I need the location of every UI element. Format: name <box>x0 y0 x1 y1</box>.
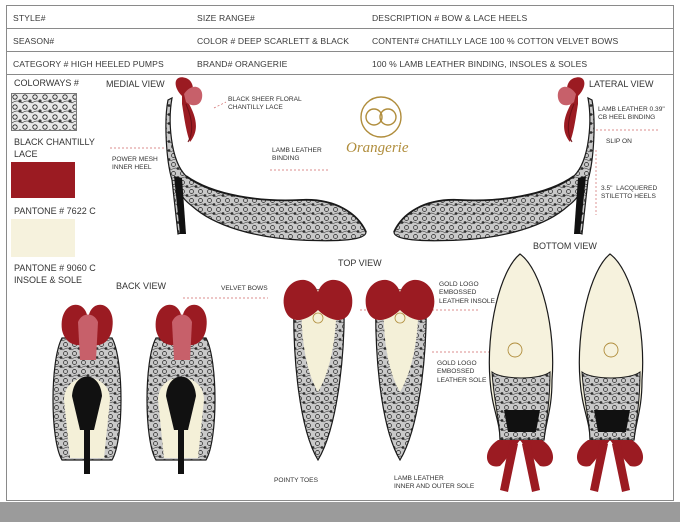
size-range-field: SIZE RANGE# <box>197 13 255 23</box>
top-view-title: TOP VIEW <box>338 258 382 268</box>
medial-view-shoe <box>165 76 367 242</box>
color-field: COLOR # DEEP SCARLETT & BLACK <box>197 36 350 46</box>
header-row-3: CATEGORY # HIGH HEELED PUMPS BRAND# ORAN… <box>7 52 673 75</box>
content-field: CONTENT# CHATILLY LACE 100 % COTTON VELV… <box>372 36 619 46</box>
top-view-shoes <box>283 279 435 462</box>
orangerie-logo <box>360 96 402 138</box>
swatch-label-9060: PANTONE # 9060 C INSOLE & SOLE <box>14 263 96 285</box>
note-gold-sole: GOLD LOGO EMBOSSED LEATHER SOLE <box>437 360 487 384</box>
swatch-pantone-7622 <box>11 162 75 198</box>
back-view-title: BACK VIEW <box>116 281 167 291</box>
note-power-mesh: POWER MESH INNER HEEL <box>112 156 158 172</box>
leader-lines <box>110 101 660 353</box>
header-row-2: SEASON# COLOR # DEEP SCARLETT & BLACK CO… <box>7 29 673 52</box>
colorways-title: COLORWAYS # <box>14 78 79 88</box>
lateral-view-title: LATERAL VIEW <box>589 79 654 89</box>
brand-field: BRAND# ORANGERIE <box>197 59 288 69</box>
materials-field: 100 % LAMB LEATHER BINDING, INSOLES & SO… <box>372 59 588 69</box>
swatch-label-black-lace: BLACK CHANTILLY LACE <box>14 137 95 159</box>
note-black-sheer-lace: BLACK SHEER FLORAL CHANTILLY LACE <box>228 96 302 112</box>
swatch-black-lace <box>11 93 77 131</box>
bottom-scrollbar-band <box>0 502 680 522</box>
season-field: SEASON# <box>13 36 55 46</box>
note-inner-outer-sole: LAMB LEATHER INNER AND OUTER SOLE <box>394 475 475 491</box>
swatch-label-7622: PANTONE # 7622 C <box>14 206 96 216</box>
swatch-pantone-9060 <box>11 219 75 257</box>
bottom-view-soles <box>486 253 644 492</box>
note-lamb-binding: LAMB LEATHER BINDING <box>272 147 322 163</box>
description-field: DESCRIPTION # BOW & LACE HEELS <box>372 13 528 23</box>
header-row-1: STYLE# SIZE RANGE# DESCRIPTION # BOW & L… <box>7 6 673 29</box>
back-view-shoes <box>52 304 216 474</box>
style-field: STYLE# <box>13 13 46 23</box>
orangerie-logo-text: Orangerie <box>346 140 409 156</box>
note-gold-insole: GOLD LOGO EMBOSSED LEATHER INSOLE <box>439 281 495 305</box>
bottom-view-title: BOTTOM VIEW <box>533 241 597 251</box>
medial-view-title: MEDIAL VIEW <box>106 79 165 89</box>
note-slip-on: SLIP ON <box>606 138 632 145</box>
note-stiletto: 3.5" LACQUERED STILETTO HEELS <box>601 185 658 201</box>
category-field: CATEGORY # HIGH HEELED PUMPS <box>13 59 164 69</box>
note-pointy-toes: POINTY TOES <box>274 477 318 484</box>
note-velvet-bows: VELVET BOWS <box>221 285 268 292</box>
note-lamb-cb-binding: LAMB LEATHER 0.39" CB HEEL BINDING <box>598 106 665 122</box>
lateral-view-shoe <box>393 76 595 242</box>
